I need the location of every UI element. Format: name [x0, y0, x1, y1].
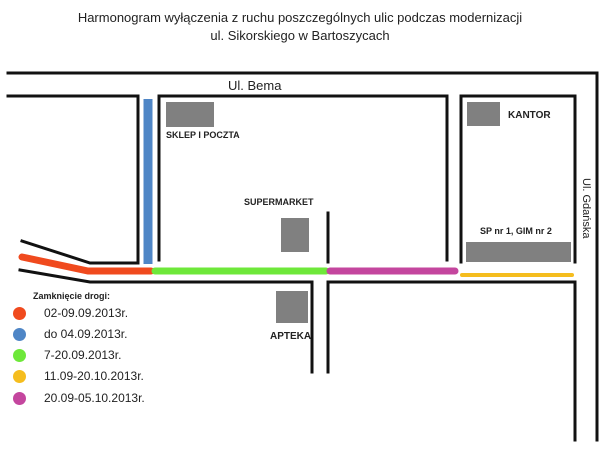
legend-dot-icon: [13, 391, 26, 405]
building-supermarket: [281, 218, 309, 252]
road-edge-sikorskiego-north-west: [18, 268, 314, 374]
building-kantor: [467, 102, 500, 126]
road-edge-block-middle: [157, 94, 449, 262]
legend-item: 11.09-20.10.2013r.: [13, 368, 144, 384]
legend-label: 7-20.09.2013r.: [44, 348, 122, 362]
legend-label: 11.09-20.10.2013r.: [44, 369, 144, 383]
legend-item: 7-20.09.2013r.: [13, 347, 121, 363]
building-apteka: [276, 291, 308, 323]
closure-segment-orange: [18, 253, 155, 275]
building-school: [466, 242, 571, 262]
legend-dot-icon: [13, 306, 26, 320]
street-label-bema: Ul. Bema: [228, 78, 282, 93]
road-edge-sikorskiego-south-west: [20, 239, 140, 265]
building-sklep: [166, 102, 214, 127]
closures: [18, 99, 574, 277]
legend-item: 20.09-05.10.2013r.: [13, 390, 145, 406]
legend-label: do 04.09.2013r.: [44, 327, 128, 341]
road-edge-sikorskiego-south-east: [326, 280, 577, 442]
legend-dot-icon: [13, 369, 26, 383]
legend-dot-icon: [13, 348, 26, 362]
building-label-school: SP nr 1, GIM nr 2: [480, 226, 552, 236]
buildings: [166, 102, 571, 323]
legend-label: 20.09-05.10.2013r.: [44, 391, 145, 405]
legend-title: Zamknięcie drogi:: [33, 291, 111, 301]
map-title-line-2: ul. Sikorskiego w Bartoszycach: [210, 28, 390, 43]
building-label-supermarket: SUPERMARKET: [244, 197, 314, 207]
street-label-gdanska: Ul. Gdańska: [580, 178, 592, 239]
map-title-line-1: Harmonogram wyłączenia z ruchu poszczegó…: [77, 10, 523, 25]
legend-label: 02-09.09.2013r.: [44, 306, 129, 320]
building-label-apteka: APTEKA: [270, 331, 312, 342]
road-edge-block-west: [6, 94, 140, 262]
road-edge-block-east: [459, 94, 577, 264]
building-label-sklep: SKLEP I POCZTA: [166, 130, 240, 140]
legend-item: do 04.09.2013r.: [13, 326, 127, 342]
legend-item: 02-09.09.2013r.: [13, 305, 128, 321]
legend-dot-icon: [13, 327, 26, 341]
building-label-kantor: KANTOR: [508, 110, 551, 121]
road-lines: [6, 71, 599, 442]
